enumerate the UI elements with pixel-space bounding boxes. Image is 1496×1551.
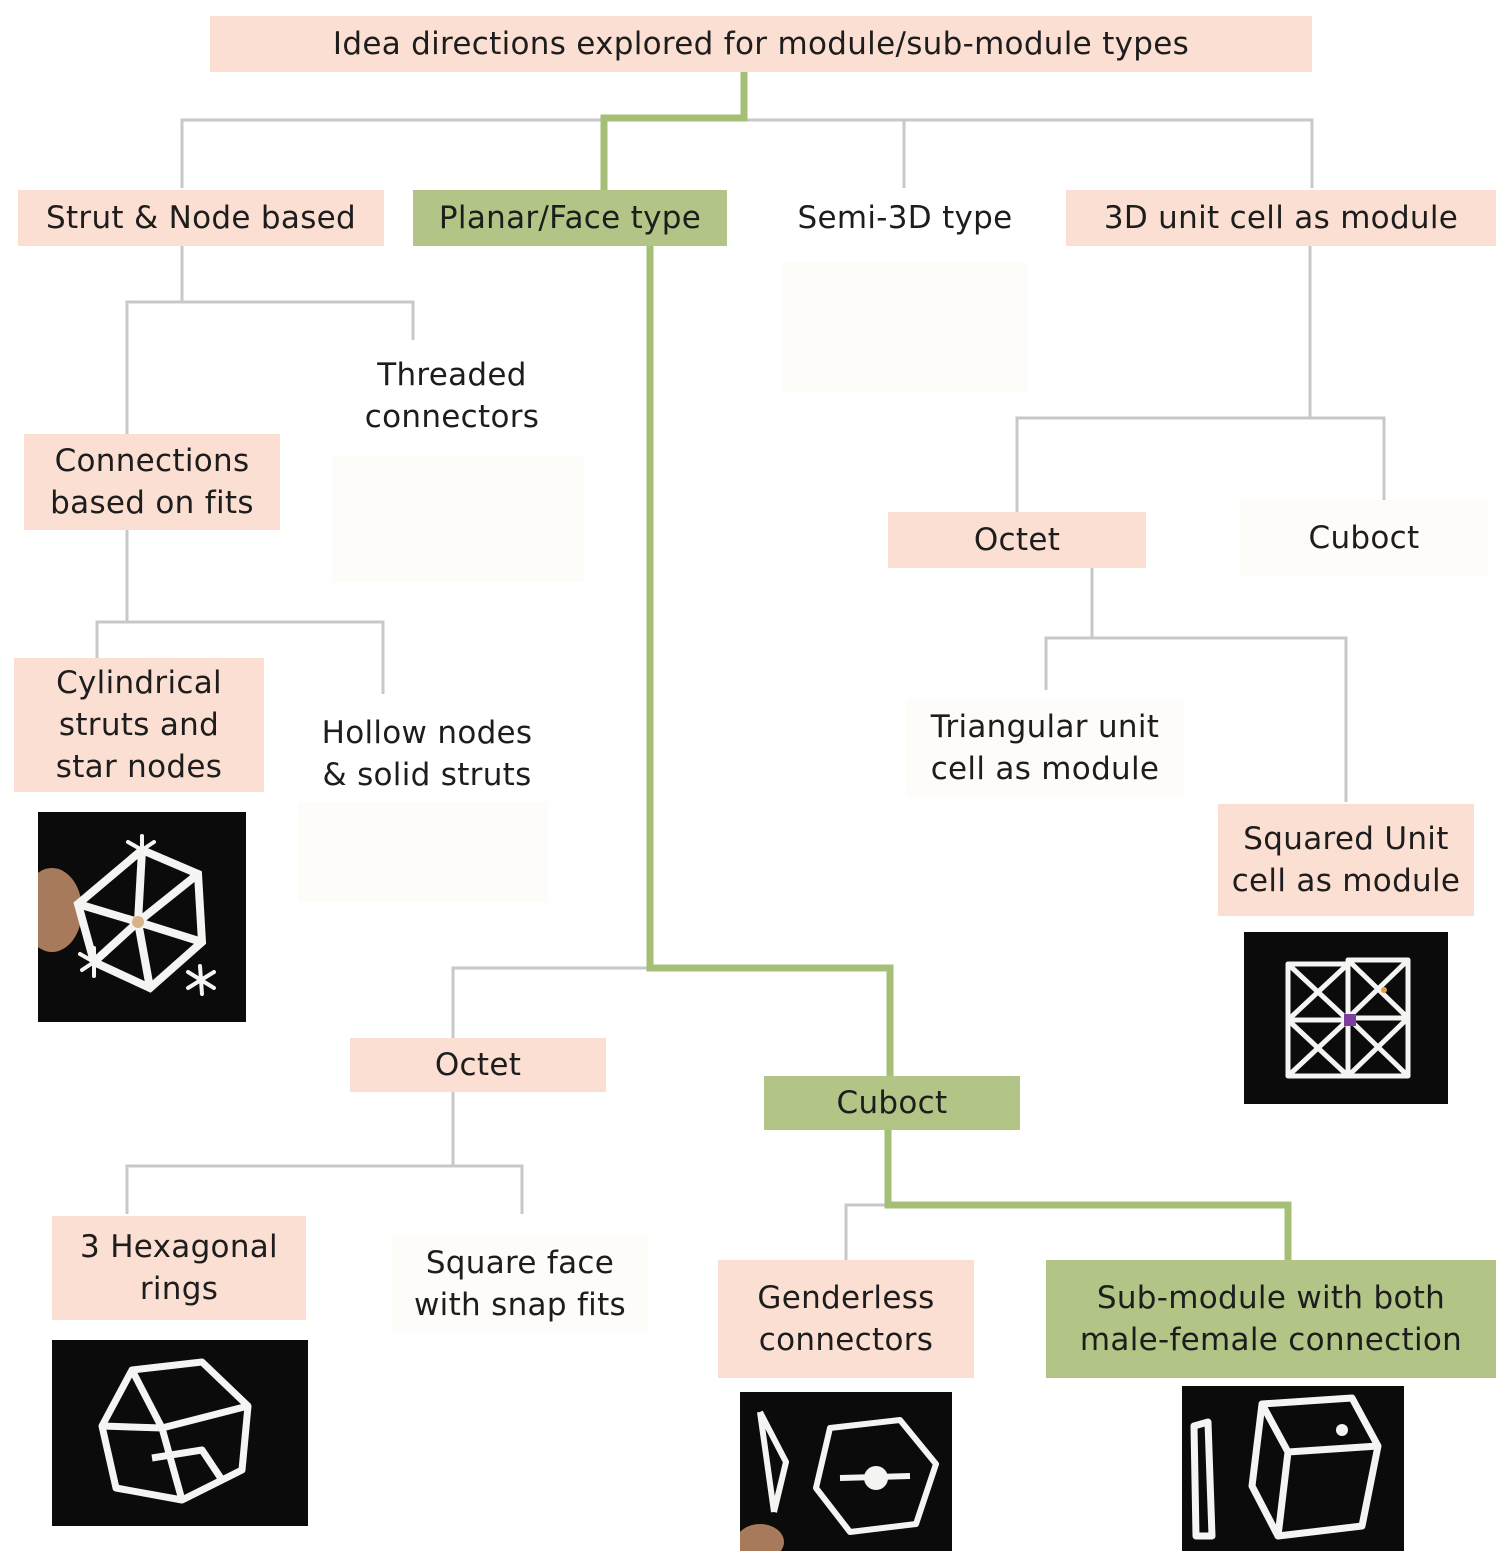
ghost-panel-semi-3d: [782, 262, 1028, 392]
photo-genderless-connectors: [740, 1392, 952, 1551]
cylindrical-box: Cylindrical struts and star nodes: [14, 658, 264, 792]
hexagonal-box: 3 Hexagonal rings: [52, 1216, 306, 1320]
hexagonal-text: 3 Hexagonal rings: [80, 1229, 278, 1307]
hollow-nodes-box: Hollow nodes & solid struts: [296, 708, 558, 800]
square-face-text: Square face with snap fits: [414, 1245, 626, 1323]
cuboct-right-box: Cuboct: [1240, 500, 1488, 576]
hexagonal-rings-illustration: [52, 1340, 308, 1526]
semi-3d-box: Semi-3D type: [797, 200, 1013, 236]
connections-fits-text: Connections based on fits: [50, 443, 254, 521]
cuboct-mid-box: Cuboct: [764, 1076, 1020, 1130]
highlighted-path-lines: [600, 72, 1292, 1260]
threaded-connectors-text: Threaded connectors: [364, 357, 540, 435]
submodule-text: Sub-module with both male-female connect…: [1079, 1280, 1463, 1358]
connections-fits-box: Connections based on fits: [24, 434, 280, 530]
triangular-box: Triangular unit cell as module: [906, 700, 1184, 796]
hollow-nodes-text: Hollow nodes & solid struts: [321, 715, 533, 793]
photo-hexagonal-rings: [52, 1340, 308, 1526]
square-face-box: Square face with snap fits: [392, 1236, 648, 1332]
squared-unit-cell-illustration: [1244, 932, 1448, 1104]
unit-cell-box: 3D unit cell as module: [1066, 190, 1496, 246]
cylindrical-struts-illustration: [38, 812, 246, 1022]
octet-right-box: Octet: [888, 512, 1146, 568]
threaded-connectors-box: Threaded connectors: [332, 350, 572, 442]
strut-node-box: Strut & Node based: [18, 190, 384, 246]
photo-squared-unit-cell: [1244, 932, 1448, 1104]
genderless-box: Genderless connectors: [718, 1260, 974, 1378]
grey-connector-lines: [95, 118, 1386, 1260]
planar-face-box: Planar/Face type: [413, 190, 727, 246]
root-node: Idea directions explored for module/sub-…: [210, 16, 1312, 72]
photo-cylindrical-struts: [38, 812, 246, 1022]
ghost-panel-hollow: [298, 802, 548, 902]
squared-box: Squared Unit cell as module: [1218, 804, 1474, 916]
genderless-text: Genderless connectors: [757, 1280, 935, 1358]
submodule-illustration: [1182, 1386, 1404, 1551]
octet-mid-box: Octet: [350, 1038, 606, 1092]
genderless-connectors-illustration: [740, 1392, 952, 1551]
triangular-text: Triangular unit cell as module: [930, 709, 1160, 787]
squared-text: Squared Unit cell as module: [1231, 821, 1461, 899]
photo-submodule-male-female: [1182, 1386, 1404, 1551]
ghost-panel-threaded: [332, 456, 584, 582]
submodule-box: Sub-module with both male-female connect…: [1046, 1260, 1496, 1378]
cylindrical-text: Cylindrical struts and star nodes: [55, 665, 223, 785]
